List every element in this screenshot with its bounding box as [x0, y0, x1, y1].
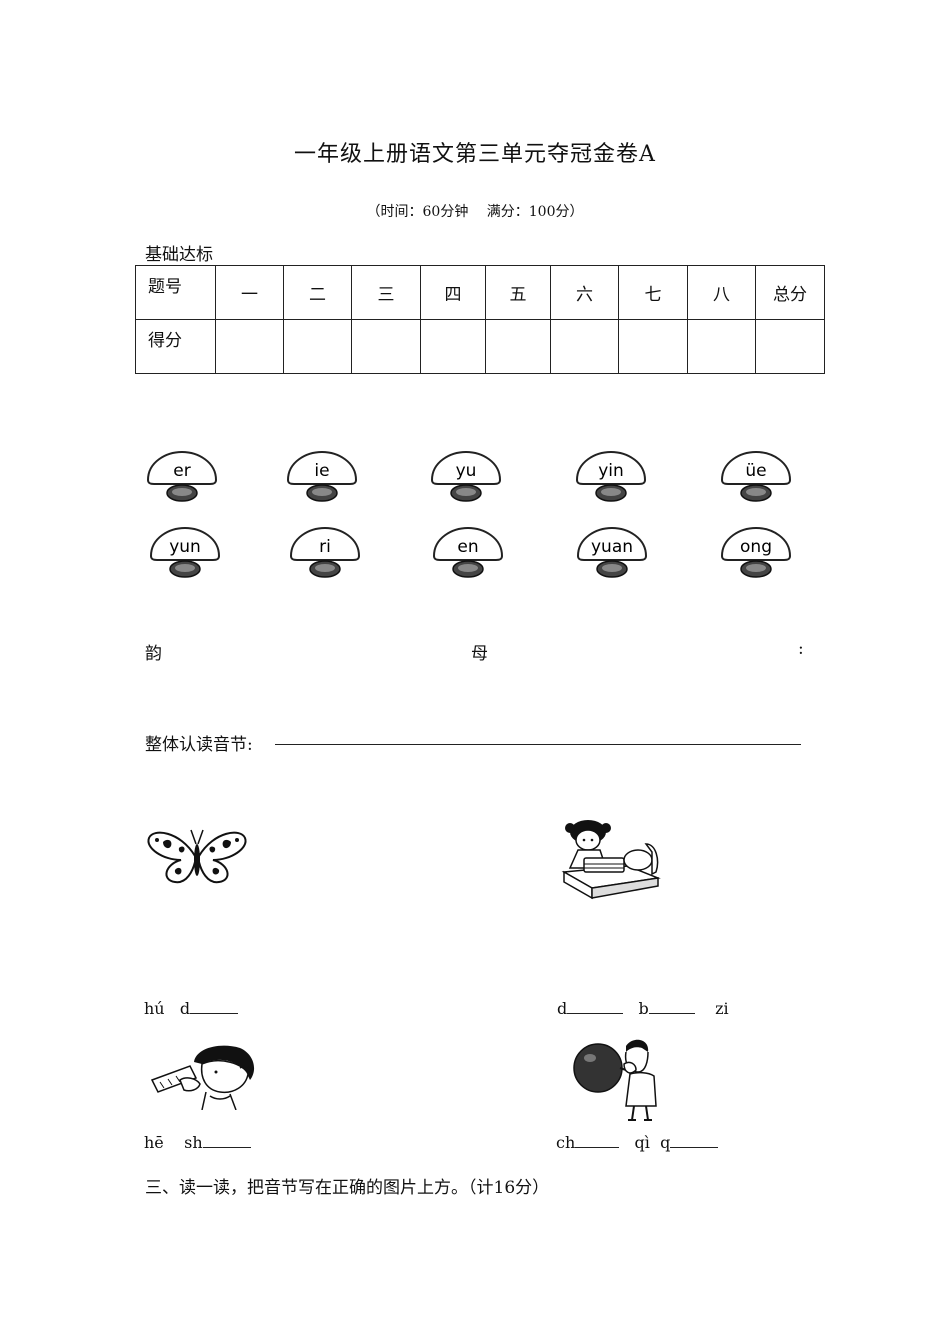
drink-picture — [150, 1044, 262, 1110]
page-title: 一年级上册语文第三单元夺冠金卷A — [294, 142, 656, 167]
mushroom-icon: en — [428, 524, 508, 584]
mushroom-icon: ong — [716, 524, 796, 584]
mushroom-icon: yu — [426, 448, 506, 508]
mushroom-label: ong — [740, 537, 772, 557]
score-cell[interactable] — [755, 319, 825, 374]
vowel-label-second: 母 — [471, 644, 488, 664]
mushroom-card: yu — [426, 448, 506, 508]
mushroom-label: er — [173, 461, 190, 481]
mushroom-label: en — [457, 537, 478, 557]
mushroom-label: yu — [456, 461, 477, 481]
score-cell[interactable] — [420, 319, 486, 374]
boy-drinking-icon — [150, 1045, 255, 1110]
score-table-header-row: 题号 一 二 三 四 五 六 七 八 总分 — [135, 265, 825, 320]
score-cell[interactable] — [215, 319, 284, 374]
column-header: 四 — [420, 265, 486, 320]
column-header: 二 — [283, 265, 352, 320]
answer-blank[interactable] — [575, 1131, 620, 1148]
answer-blank[interactable] — [648, 997, 695, 1014]
mushroom-card: ie — [282, 448, 362, 508]
column-header: 五 — [485, 265, 551, 320]
mushroom-icon: yin — [571, 448, 651, 508]
mushroom-icon: ri — [285, 524, 365, 584]
answer-blank[interactable] — [202, 1131, 251, 1148]
pinyin-text: sh — [184, 1133, 203, 1152]
balloon-picture — [572, 1036, 672, 1122]
mushroom-label: ie — [314, 461, 329, 481]
pinyin-text: d — [179, 999, 191, 1018]
score-cell[interactable] — [351, 319, 421, 374]
mushroom-label: yuan — [591, 537, 633, 557]
column-header: 一 — [215, 265, 284, 320]
column-header: 三 — [351, 265, 421, 320]
score-cell[interactable] — [550, 319, 619, 374]
mushroom-label: yun — [169, 537, 201, 557]
score-cell[interactable] — [687, 319, 756, 374]
pinyin-text: qì — [634, 1133, 650, 1152]
column-header: 七 — [618, 265, 688, 320]
whole-syllable-label: 整体认读音节: — [145, 735, 253, 755]
mushroom-card: er — [142, 448, 222, 508]
vowel-label-colon: : — [798, 639, 804, 659]
mushroom-icon: üe — [716, 448, 796, 508]
mushroom-card: ri — [285, 524, 365, 584]
answer-blank[interactable] — [567, 997, 624, 1014]
mushroom-card: ong — [716, 524, 796, 584]
vowel-label-first: 韵 — [145, 644, 162, 664]
balloon-pinyin: ch qì q — [556, 1131, 719, 1152]
answer-blank[interactable] — [190, 997, 239, 1014]
butterfly-picture — [145, 826, 250, 888]
score-cell[interactable] — [485, 319, 551, 374]
drink-pinyin: hē sh — [144, 1131, 251, 1152]
score-cell[interactable] — [283, 319, 352, 374]
pinyin-text: b — [638, 999, 649, 1018]
mushroom-icon: yun — [145, 524, 225, 584]
score-table: 题号 一 二 三 四 五 六 七 八 总分 得分 — [135, 265, 825, 374]
girl-making-bed-icon — [561, 820, 661, 900]
exam-time-info: （时间：60分钟 满分：100分） — [366, 204, 584, 220]
pinyin-text: hē — [144, 1133, 164, 1152]
header-label: 题号 — [135, 265, 216, 320]
score-table-score-row: 得分 — [135, 319, 825, 374]
pinyin-text: ch — [556, 1133, 576, 1152]
section-label: 基础达标 — [145, 245, 213, 265]
column-header: 八 — [687, 265, 756, 320]
butterfly-icon — [147, 829, 247, 884]
bed-picture — [556, 816, 661, 904]
boy-balloon-icon — [573, 1039, 657, 1121]
mushroom-icon: yuan — [572, 524, 652, 584]
pinyin-text: q — [660, 1133, 671, 1152]
mushroom-card: üe — [716, 448, 796, 508]
score-label: 得分 — [135, 319, 216, 374]
mushroom-label: yin — [598, 461, 624, 481]
mushroom-icon: er — [142, 448, 222, 508]
answer-blank[interactable] — [670, 1131, 719, 1148]
whole-syllable-answer-line[interactable] — [275, 744, 801, 745]
mushroom-card: en — [428, 524, 508, 584]
column-header: 总分 — [755, 265, 825, 320]
butterfly-pinyin: hú d — [144, 997, 239, 1018]
mushroom-label: ri — [319, 537, 331, 557]
column-header: 六 — [550, 265, 619, 320]
score-cell[interactable] — [618, 319, 688, 374]
mushroom-label: üe — [745, 461, 766, 481]
pinyin-text: hú — [144, 999, 165, 1018]
mushroom-card: yun — [145, 524, 225, 584]
pinyin-text: d — [557, 999, 568, 1018]
mushroom-icon: ie — [282, 448, 362, 508]
pinyin-text: zi — [715, 999, 729, 1018]
question-3-heading: 三、读一读，把音节写在正确的图片上方。（计16分） — [145, 1178, 550, 1198]
bed-pinyin: d b zi — [557, 997, 729, 1018]
mushroom-card: yuan — [572, 524, 652, 584]
mushroom-card: yin — [571, 448, 651, 508]
